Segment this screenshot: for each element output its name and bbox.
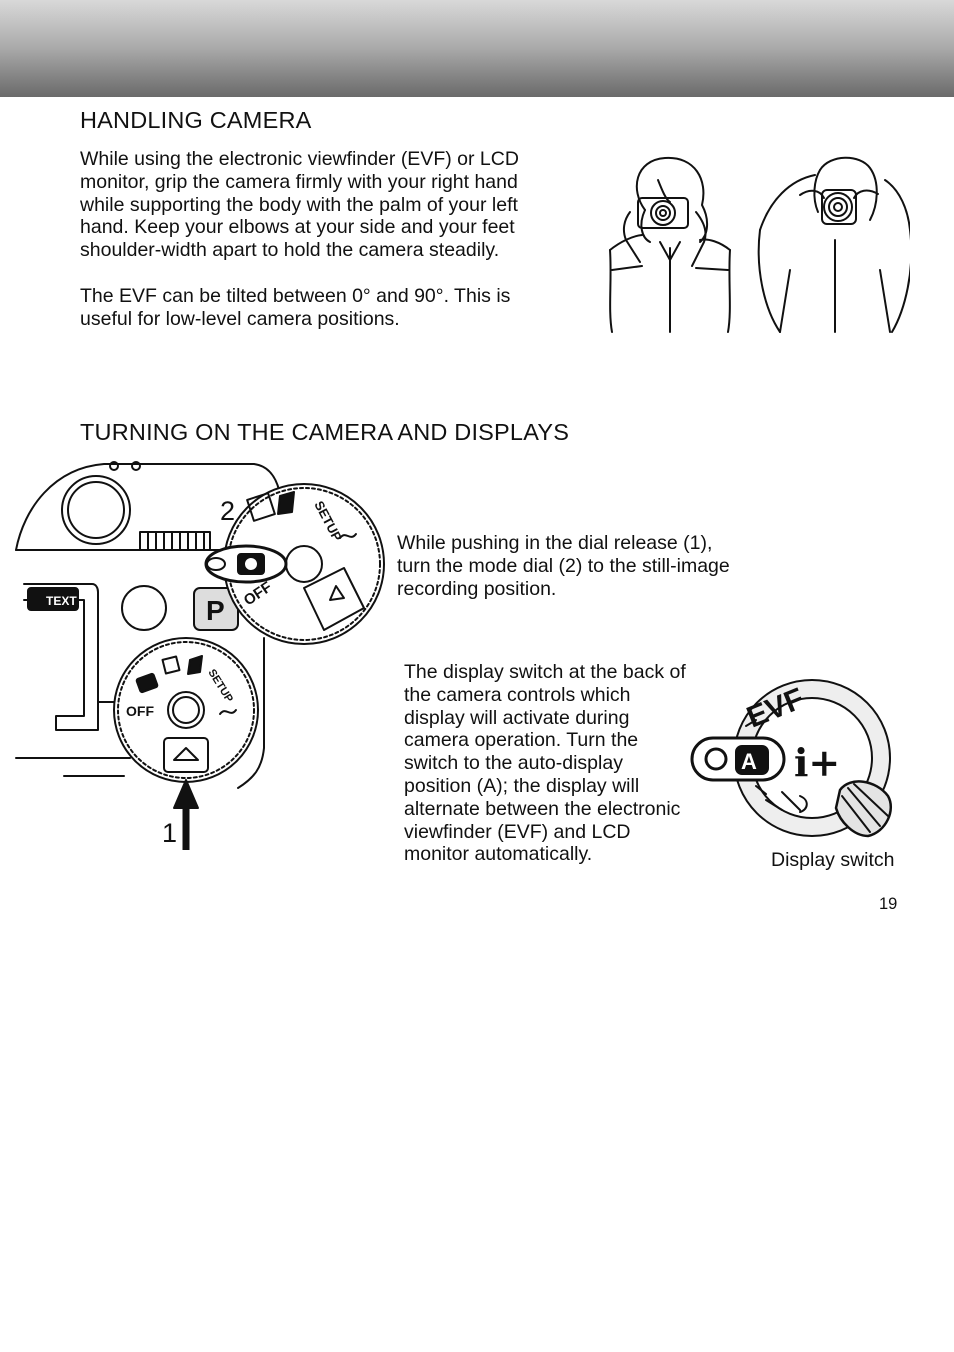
text-line: hand. Keep your elbows at your side and … (80, 216, 515, 239)
person-raised-camera (757, 156, 910, 333)
text-line: useful for low-level camera positions. (80, 307, 400, 330)
text-line: monitor automatically. (404, 843, 593, 866)
text-line: while supporting the body with the palm … (80, 193, 518, 216)
turning-on-paragraph-2: The display switch at the back of the ca… (404, 661, 686, 866)
switch-info-label: i+ (794, 740, 840, 785)
display-switch-caption: Display switch (771, 849, 895, 871)
text-line: the camera controls which (404, 683, 631, 706)
turning-on-paragraph-1: While pushing in the dial release (1), t… (397, 532, 730, 600)
text-line: camera operation. Turn the (404, 729, 639, 752)
switch-auto-label: A (741, 749, 757, 774)
text-line: position (A); the display will (404, 774, 640, 797)
text-line: While using the electronic viewfinder (E… (80, 148, 519, 170)
text-line: While pushing in the dial release (1), (397, 532, 713, 554)
lower-dial-off-label: OFF (126, 703, 154, 719)
section-title-turning-on: TURNING ON THE CAMERA AND DISPLAYS (80, 419, 570, 445)
header-band (0, 0, 954, 97)
handling-paragraph-1: While using the electronic viewfinder (E… (80, 148, 519, 262)
text-line: The EVF can be tilted between 0° and 90°… (80, 285, 511, 307)
display-switch-illustration: EVF i+ A (690, 676, 900, 842)
handling-paragraph-2: The EVF can be tilted between 0° and 90°… (80, 285, 510, 331)
text-line: switch to the auto-display (404, 752, 623, 775)
program-button-label: P (206, 595, 225, 626)
text-line: shoulder-width apart to hold the camera … (80, 239, 500, 262)
text-button-label: TEXT (46, 594, 77, 608)
page-number: 19 (879, 895, 898, 913)
text-line: The display switch at the back of (404, 661, 686, 683)
text-line: monitor, grip the camera firmly with you… (80, 170, 518, 193)
callout-2: 2 (220, 496, 236, 526)
text-line: recording position. (397, 577, 557, 600)
person-eye-level (609, 156, 731, 333)
holding-camera-illustration (600, 150, 910, 336)
text-line: turn the mode dial (2) to the still-imag… (397, 554, 730, 577)
camera-mode-dial-illustration: TEXT P SETUP OFF OFF SETUP (14, 458, 386, 850)
text-line: viewfinder (EVF) and LCD (404, 820, 631, 843)
section-title-handling-camera: HANDLING CAMERA (80, 107, 312, 133)
text-line: alternate between the electronic (404, 797, 681, 820)
text-line: display will activate during (404, 706, 630, 729)
callout-1: 1 (162, 818, 178, 848)
